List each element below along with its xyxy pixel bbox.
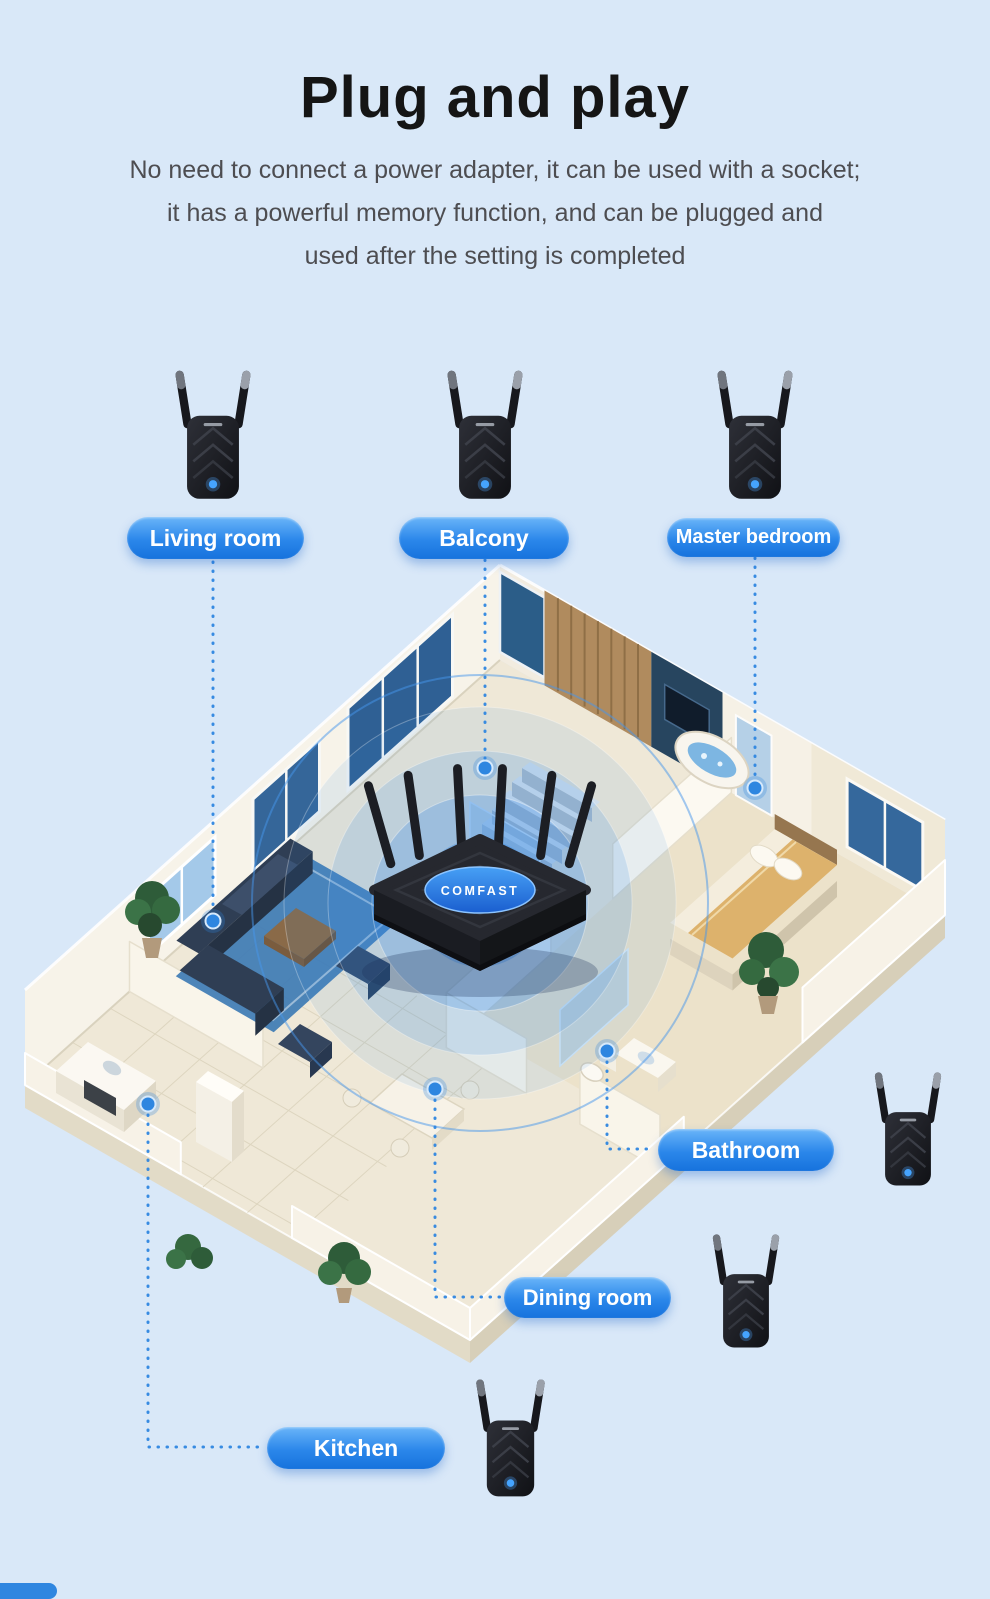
wifi-extender-living-room — [161, 368, 265, 510]
stove — [84, 1080, 116, 1116]
toilet — [580, 1062, 604, 1082]
rug — [175, 857, 407, 1033]
signal-dot-bathroom — [595, 1039, 619, 1063]
dining-furniture — [342, 1073, 480, 1158]
subtitle-line-3: used after the setting is completed — [304, 242, 686, 270]
plants — [125, 881, 799, 1303]
next-section-accent-bar — [0, 1583, 57, 1599]
sofa — [176, 838, 313, 1036]
stairs — [469, 762, 600, 898]
wifi-signal-circles — [251, 674, 709, 1132]
window-master-bedroom — [845, 776, 925, 893]
page-subtitle: No need to connect a power adapter, it c… — [0, 149, 990, 278]
window-balcony — [498, 569, 546, 680]
master-bedroom-furniture — [670, 730, 837, 991]
signal-dot-master-bedroom — [743, 776, 767, 800]
lounge-chairs — [278, 946, 390, 1078]
pillow — [773, 857, 803, 881]
wood-slat-wall — [544, 590, 652, 747]
signal-dot-dining-room — [423, 1077, 447, 1101]
wifi-extender-dining-room — [700, 1232, 792, 1358]
bed-blanket — [688, 839, 837, 959]
router-logo-oval — [424, 866, 536, 914]
signal-dots — [136, 756, 767, 1116]
pillow — [749, 844, 779, 868]
living-room-furniture — [175, 838, 407, 1078]
dining-table — [368, 1073, 466, 1139]
label-pill-dining-room: Dining room — [504, 1277, 671, 1318]
router-brand-text: COMFAST — [441, 884, 520, 898]
wifi-router: COMFAST — [362, 764, 598, 997]
wifi-extender-bathroom — [862, 1070, 954, 1196]
bed-mattress — [670, 829, 837, 959]
signal-dot-balcony — [473, 756, 497, 780]
label-pill-bathroom: Bathroom — [658, 1129, 834, 1171]
wifi-extender-kitchen — [463, 1377, 558, 1507]
router-antennas — [363, 764, 597, 869]
window-kitchen — [147, 833, 217, 958]
glass-door — [734, 713, 773, 818]
wifi-extender-balcony — [433, 368, 537, 510]
page-title: Plug and play — [299, 65, 691, 130]
tv-wall — [651, 651, 723, 788]
shower-glass — [559, 947, 629, 1068]
label-pill-kitchen: Kitchen — [267, 1427, 445, 1469]
coffee-table — [264, 908, 336, 967]
signal-dot-living-room — [201, 909, 225, 933]
interior-walls — [24, 736, 946, 1341]
connector-kitchen — [146, 1113, 266, 1449]
house-back-walls — [23, 563, 946, 1086]
label-pill-balcony: Balcony — [399, 517, 569, 559]
tv-screen — [663, 683, 710, 747]
house-floor — [24, 660, 946, 1363]
connector-bathroom — [605, 1060, 657, 1151]
jacuzzi-tub — [674, 730, 750, 790]
window-living-room — [346, 611, 454, 794]
sink-counter — [616, 1038, 676, 1078]
connector-dining-room — [433, 1098, 503, 1299]
kitchen-sink — [102, 1060, 122, 1076]
label-pill-master-bedroom: Master bedroom — [667, 518, 840, 557]
floor-tile-lines — [34, 906, 507, 1239]
label-pill-living-room: Living room — [127, 517, 304, 559]
subtitle-line-1: No need to connect a power adapter, it c… — [129, 156, 861, 184]
subtitle-line-2: it has a powerful memory function, and c… — [167, 199, 823, 227]
wifi-extender-master-bedroom — [703, 368, 807, 510]
glass-railing — [469, 800, 541, 898]
fridge — [196, 1071, 244, 1162]
bathroom-fixtures — [559, 947, 676, 1092]
signal-dot-kitchen — [136, 1092, 160, 1116]
window-left-2 — [251, 736, 321, 875]
kitchen-furniture — [56, 1042, 244, 1162]
